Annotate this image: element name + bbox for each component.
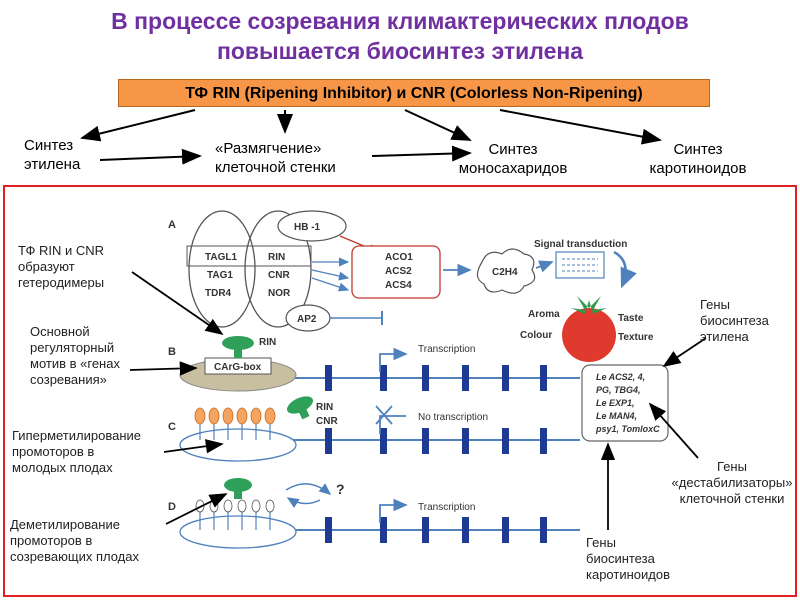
- rin-label-a: RIN: [268, 252, 285, 263]
- tagl1-label: TAGL1: [205, 252, 237, 263]
- rin-dimer-b: [222, 336, 254, 350]
- tf-box: ТФ RIN (Ripening Inhibitor) и CNR (Color…: [118, 79, 710, 107]
- panel-d-letter: D: [168, 501, 176, 513]
- gene-list-4: Le MAN4,: [596, 411, 637, 421]
- trait-taste: Taste: [618, 313, 644, 324]
- annotation-carotenoid-genes: Гены биосинтеза каротиноидов: [586, 535, 670, 582]
- panel-c-letter: C: [168, 421, 176, 433]
- outcome-carotenoids: Синтез каротиноидов: [649, 141, 747, 177]
- outcome-softening: «Размягчение» клеточной стенки: [215, 140, 336, 176]
- panel-a-letter: A: [168, 219, 176, 231]
- hb1-label: HB -1: [294, 222, 321, 233]
- title-line-2: повышается биосинтез этилена: [216, 38, 584, 64]
- upper-arrows: [80, 109, 662, 165]
- title-line-1: В процессе созревания климактерических п…: [111, 8, 689, 34]
- methyl-groups: [194, 407, 276, 425]
- rin-dimer-d: [224, 478, 252, 492]
- annotation-motif: Основной регуляторный мотив в «генах соз…: [30, 324, 120, 387]
- aco1-label: ACO1: [385, 252, 413, 263]
- trait-texture: Texture: [618, 332, 654, 343]
- rin-dimer-c: [286, 396, 314, 420]
- ap2-label: AP2: [297, 314, 317, 325]
- rin-label-b: RIN: [259, 337, 276, 348]
- gene-list-2: PG, TBG4,: [596, 385, 641, 395]
- cnr-label-c: CNR: [316, 416, 338, 427]
- signal-label: Signal transduction: [534, 239, 627, 250]
- panel-d: ? Transcription: [179, 478, 580, 549]
- panel-c: RIN CNR No transcription: [179, 396, 580, 462]
- no-transcription-label: No transcription: [418, 412, 488, 423]
- panel-b: CArG-box RIN Transcription: [179, 336, 580, 392]
- rin-label-c: RIN: [316, 402, 333, 413]
- outcome-monosaccharides: Синтез моносахаридов: [458, 141, 568, 177]
- carg-box-label: CArG-box: [214, 362, 262, 373]
- question-mark: ?: [336, 481, 345, 497]
- tdr4-label: TDR4: [205, 288, 232, 299]
- annotation-cellwall-genes: Гены «дестабилизаторы» клеточной стенки: [671, 459, 793, 506]
- panel-b-letter: B: [168, 346, 176, 358]
- cnr-label-a: CNR: [268, 270, 290, 281]
- diagram-frame: [3, 185, 797, 597]
- acs4-label: ACS4: [385, 280, 412, 291]
- annotation-arrows: [129, 271, 707, 530]
- panel-a: TAGL1 TAG1 TDR4 RIN CNR NOR HB -1 AP2 AC…: [186, 210, 654, 362]
- gene-list-3: Le EXP1,: [596, 398, 635, 408]
- transcription-label-b: Transcription: [418, 344, 475, 355]
- gene-list-1: Le ACS2, 4,: [596, 372, 645, 382]
- annotation-hypermethylation: Гиперметилирование промоторов в молодых …: [12, 428, 141, 475]
- annotation-heterodimer: ТФ RIN и CNR образуют гетеродимеры: [18, 243, 105, 290]
- ethylene-cloud: [476, 248, 536, 294]
- tomato: [562, 296, 616, 362]
- transcription-label-d: Transcription: [418, 502, 475, 513]
- annotation-demethylation: Деметилирование промоторов в созревающих…: [10, 517, 139, 564]
- trait-aroma: Aroma: [528, 309, 560, 320]
- annotation-ethylene-genes: Гены биосинтеза этилена: [700, 297, 769, 344]
- acs2-label: ACS2: [385, 266, 412, 277]
- nor-label-a: NOR: [268, 288, 291, 299]
- tag1-label: TAG1: [207, 270, 233, 281]
- gene-list-box: Le ACS2, 4, PG, TBG4, Le EXP1, Le MAN4, …: [581, 364, 669, 442]
- outcome-ethylene: Синтез этилена: [24, 137, 81, 173]
- gene-list-5: psy1, TomloxC: [595, 424, 660, 434]
- trait-colour: Colour: [520, 330, 552, 341]
- c2h4-label: C2H4: [492, 267, 518, 278]
